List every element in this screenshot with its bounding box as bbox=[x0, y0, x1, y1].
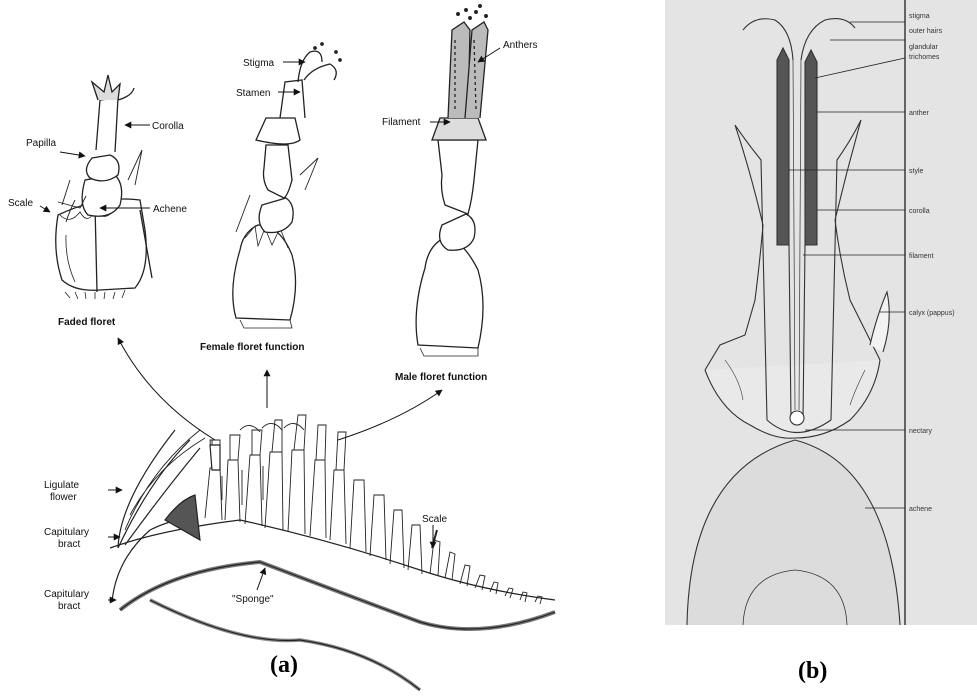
label-stigma: Stigma bbox=[243, 58, 275, 69]
capitulum-section bbox=[110, 415, 555, 690]
label-achene: Achene bbox=[153, 204, 187, 215]
caption-female-floret: Female floret function bbox=[200, 342, 304, 353]
label-ligulate-line1: Ligulate bbox=[44, 480, 79, 491]
panel-b-floret-section: stigma outer hairs glandular trichomes a… bbox=[665, 0, 977, 698]
label-b-stigma: stigma bbox=[909, 13, 930, 20]
label-sponge: "Sponge" bbox=[232, 594, 274, 605]
label-corolla: Corolla bbox=[152, 121, 184, 132]
panel-a-tag: (a) bbox=[270, 652, 298, 679]
panel-b-drawing: stigma outer hairs glandular trichomes a… bbox=[665, 0, 977, 698]
label-papilla: Papilla bbox=[26, 138, 56, 149]
label-capitulary-bract-1-line2: bract bbox=[58, 539, 80, 550]
label-b-nectary: nectary bbox=[909, 428, 932, 435]
label-b-glandular-line2: trichomes bbox=[909, 54, 940, 61]
label-capitulary-bract-1-line1: Capitulary bbox=[44, 527, 89, 538]
label-b-glandular-line1: glandular bbox=[909, 44, 938, 51]
label-ligulate-line2: flower bbox=[50, 492, 77, 503]
faded-floret bbox=[56, 75, 152, 299]
label-b-achene: achene bbox=[909, 506, 932, 513]
label-scale-bottom: Scale bbox=[422, 514, 447, 525]
male-floret bbox=[416, 5, 488, 356]
label-b-corolla: corolla bbox=[909, 208, 930, 215]
label-b-outer-hairs: outer hairs bbox=[909, 28, 943, 35]
panel-b-tag: (b) bbox=[798, 658, 827, 685]
label-capitulary-bract-2-line2: bract bbox=[58, 601, 80, 612]
caption-faded-floret: Faded floret bbox=[58, 317, 116, 328]
panel-a-drawing: Corolla Papilla Scale Achene Stigma Stam… bbox=[0, 0, 580, 698]
label-b-anther: anther bbox=[909, 110, 930, 117]
panel-a-floret-diagram: Corolla Papilla Scale Achene Stigma Stam… bbox=[0, 0, 580, 698]
label-b-calyx: calyx (pappus) bbox=[909, 310, 955, 317]
label-anthers: Anthers bbox=[503, 40, 537, 51]
label-scale-top: Scale bbox=[8, 198, 33, 209]
label-capitulary-bract-2-line1: Capitulary bbox=[44, 589, 89, 600]
label-stamen: Stamen bbox=[236, 88, 270, 99]
label-b-style: style bbox=[909, 168, 924, 175]
caption-male-floret: Male floret function bbox=[395, 372, 487, 383]
label-filament: Filament bbox=[382, 117, 421, 128]
female-floret bbox=[233, 43, 341, 328]
label-b-filament: filament bbox=[909, 253, 934, 260]
